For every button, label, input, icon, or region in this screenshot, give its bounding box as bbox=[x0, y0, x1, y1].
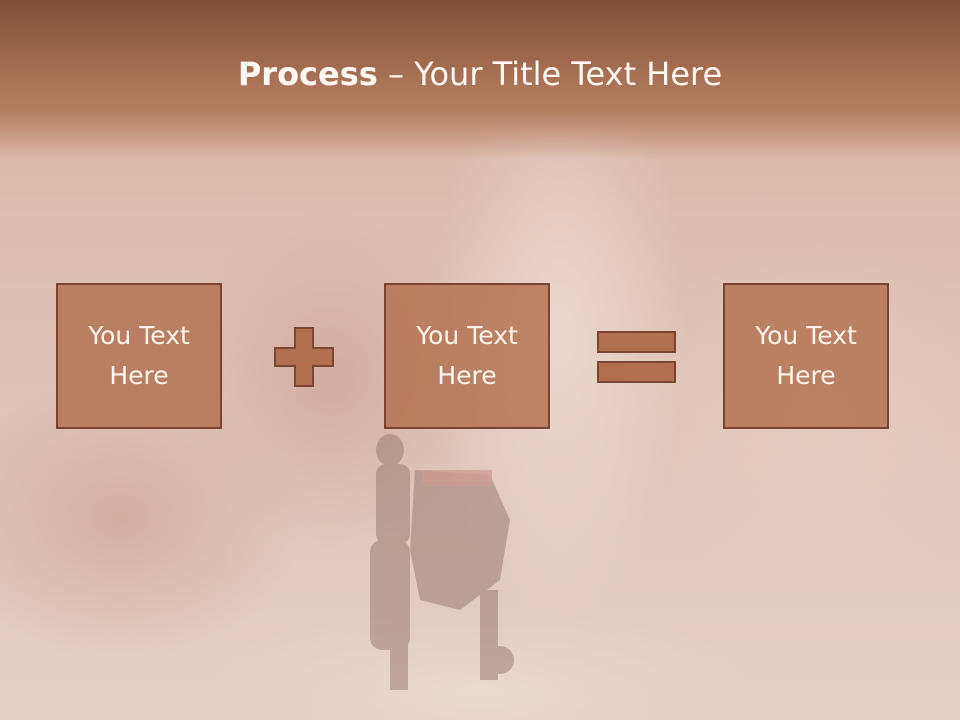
process-box-2-text: You Text Here bbox=[416, 321, 518, 390]
header-band bbox=[0, 0, 960, 160]
process-box-3-text: You Text Here bbox=[755, 321, 857, 390]
camel-rider-silhouette bbox=[370, 434, 514, 690]
equals-icon bbox=[597, 331, 676, 383]
saddle-blanket bbox=[422, 470, 492, 486]
process-box-2[interactable]: You Text Here bbox=[384, 283, 550, 429]
plus-icon bbox=[274, 327, 334, 387]
title-bold-text: Process bbox=[237, 55, 378, 93]
slide-title[interactable]: Process – Your Title Text Here bbox=[0, 52, 960, 96]
process-box-1[interactable]: You Text Here bbox=[56, 283, 222, 429]
process-box-3[interactable]: You Text Here bbox=[723, 283, 889, 429]
title-rest-text: – Your Title Text Here bbox=[377, 55, 723, 93]
process-box-1-text: You Text Here bbox=[88, 321, 190, 390]
